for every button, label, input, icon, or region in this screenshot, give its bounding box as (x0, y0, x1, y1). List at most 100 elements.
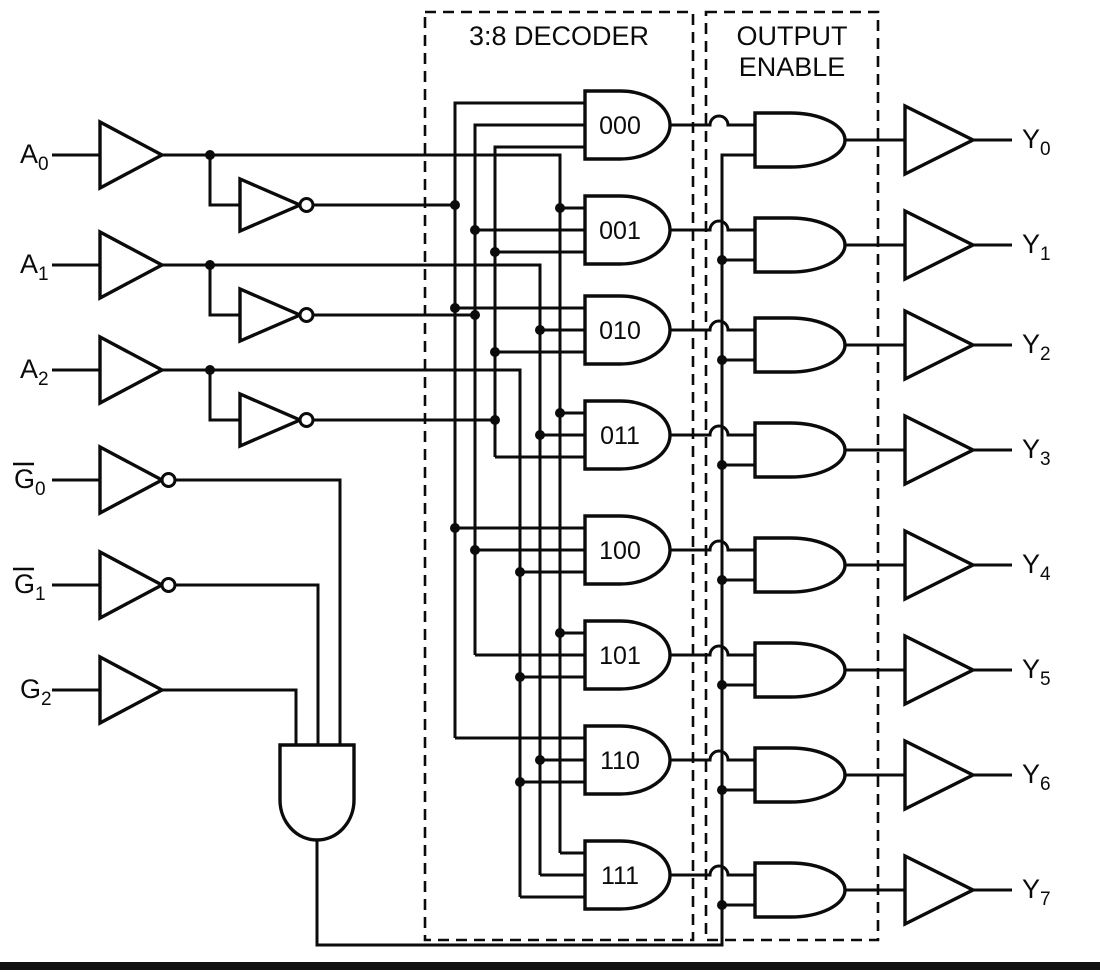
output-enable-gates (753, 111, 847, 919)
output-buffer-4 (903, 529, 975, 601)
output-label-y3: Y3 (1022, 434, 1051, 470)
output-label-y6: Y6 (1022, 759, 1051, 795)
output-wires (845, 138, 1012, 892)
output-label-y1: Y1 (1022, 229, 1051, 265)
output-label-y0: Y0 (1022, 124, 1051, 160)
decoder-gate-labels: 000 001 010 011 100 101 110 111 (599, 112, 641, 890)
output-enable-gate-1 (753, 216, 847, 274)
buffer-icon-a2 (98, 335, 164, 405)
inverter-bubble (160, 577, 177, 593)
decoder-gate-label-011: 011 (600, 422, 640, 450)
output-enable-gate-3 (753, 421, 847, 479)
junction-dot (717, 680, 727, 690)
junction-dot (717, 575, 727, 585)
output-enable-gate-4 (753, 536, 847, 594)
junction-dot (535, 755, 545, 765)
decoder-gates (583, 89, 672, 911)
decoder-gate-label-010: 010 (599, 317, 641, 345)
output-enable-title-line2: ENABLE (739, 52, 846, 82)
junction-dot (717, 460, 727, 470)
decoder-output-wires (670, 114, 755, 877)
decoder-gate-label-101: 101 (599, 642, 641, 670)
output-buffer-3 (903, 414, 975, 486)
inverter-bubble (298, 197, 315, 213)
wire-a1 (52, 123, 585, 877)
output-buffer-6 (903, 739, 975, 811)
decoder-gate-label-000: 000 (599, 112, 641, 140)
output-buffer-7 (903, 854, 975, 926)
junction-dot (717, 255, 727, 265)
inverter-icon-a1 (238, 287, 302, 343)
output-enable-gate-7 (753, 861, 847, 919)
input-label-a0: A0 (20, 139, 49, 175)
output-enable-box (704, 10, 880, 942)
output-buffer-2 (903, 309, 975, 381)
wire-g1 (52, 583, 320, 745)
inverter-bubble (298, 307, 315, 323)
junction-dot (555, 408, 565, 418)
input-label-g2: G2 (20, 674, 52, 710)
wire-g0 (52, 478, 342, 745)
junction-dot (515, 777, 525, 787)
decoder-gate-label-001: 001 (599, 217, 641, 245)
junction-dot (555, 628, 565, 638)
junction-dot (490, 347, 500, 357)
input-labels: A0 A1 A2 G0 G1 G2 (13, 139, 52, 710)
junction-dot (717, 900, 727, 910)
junction-dot (555, 203, 565, 213)
wire-a2 (52, 145, 585, 899)
output-buffer-1 (903, 209, 975, 281)
output-enable-title-line1: OUTPUT (737, 21, 848, 51)
output-label-y2: Y2 (1022, 329, 1051, 365)
output-buffer-5 (903, 634, 975, 706)
output-label-y4: Y4 (1022, 549, 1051, 585)
output-buffers (903, 104, 975, 926)
wiring (52, 101, 1012, 947)
output-buffer-0 (903, 104, 975, 176)
decoder-box-title: 3:8 DECODER (469, 21, 649, 51)
enable-and-gate (278, 743, 356, 842)
inverter-icon-a0 (238, 177, 302, 233)
input-label-g1: G1 (14, 569, 46, 605)
junction-dot (717, 785, 727, 795)
junction-dot (535, 430, 545, 440)
junction-dot (470, 225, 480, 235)
junction-dot (490, 247, 500, 257)
inverter-icon-g0 (98, 445, 164, 515)
junction-dot (535, 325, 545, 335)
junction-dot (717, 355, 727, 365)
bottom-border (0, 962, 1100, 970)
wire-g2 (52, 688, 298, 745)
wire-enable-bus (315, 153, 755, 947)
junction-dot (515, 567, 525, 577)
junction-dot (205, 150, 215, 160)
junction-dot (515, 672, 525, 682)
junction-dot (450, 303, 460, 313)
junction-dot (470, 545, 480, 555)
decoder-box (423, 10, 695, 942)
junction-dot (205, 260, 215, 270)
junction-dot (490, 415, 500, 425)
output-enable-gate-2 (753, 316, 847, 374)
output-enable-gate-6 (753, 746, 847, 804)
buffer-icon-g2 (98, 655, 164, 725)
junction-dots (205, 150, 727, 910)
output-label-y7: Y7 (1022, 874, 1051, 910)
input-buffers (98, 120, 177, 725)
decoder-gate-label-111: 111 (601, 862, 639, 890)
inverter-bubble (298, 412, 315, 428)
output-label-y5: Y5 (1022, 654, 1051, 690)
inverter-bubble (160, 472, 177, 488)
input-label-a1: A1 (20, 249, 49, 285)
output-labels: Y0 Y1 Y2 Y3 Y4 Y5 Y6 Y7 (1022, 124, 1051, 910)
inverter-icon-a2 (238, 392, 302, 448)
decoder-gate-label-110: 110 (600, 747, 640, 775)
inverter-icon-g1 (98, 550, 164, 620)
buffer-icon-a1 (98, 230, 164, 300)
decoder-gate-label-100: 100 (599, 537, 641, 565)
input-label-g0: G0 (14, 464, 46, 500)
output-enable-gate-5 (753, 641, 847, 699)
junction-dot (450, 200, 460, 210)
